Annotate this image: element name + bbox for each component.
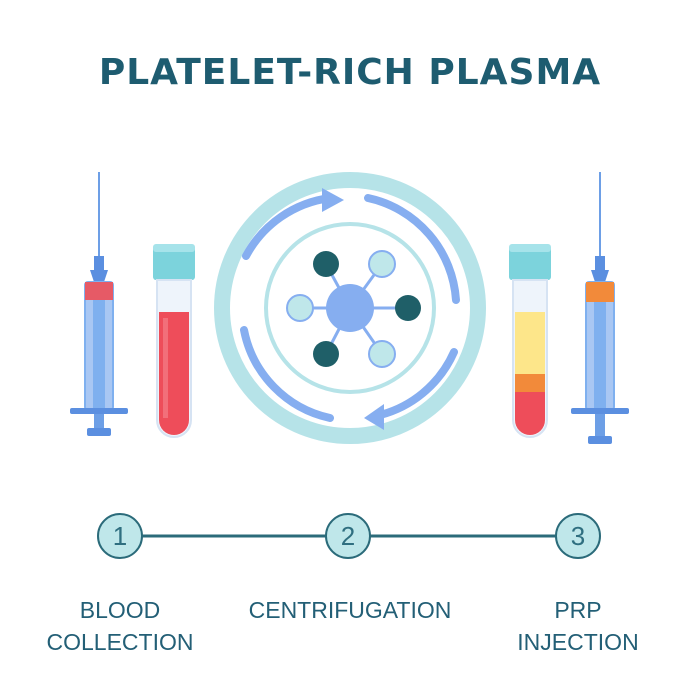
step-1-label: BLOOD COLLECTION xyxy=(20,594,220,658)
step-2-number: 2 xyxy=(341,521,355,551)
timeline: 1 2 3 xyxy=(97,513,601,559)
step-3-number: 3 xyxy=(571,521,585,551)
step-3-label: PRP INJECTION xyxy=(478,594,678,658)
step-2-label: CENTRIFUGATION xyxy=(230,594,470,626)
step-3-marker: 3 xyxy=(555,513,601,559)
step-3-label-line1: PRP xyxy=(554,597,602,623)
step-3-label-line2: INJECTION xyxy=(517,629,639,655)
step-1-label-line2: COLLECTION xyxy=(46,629,194,655)
step-2-label-line1: CENTRIFUGATION xyxy=(248,597,452,623)
step-1-marker: 1 xyxy=(97,513,143,559)
page-title: PLATELET-RICH PLASMA xyxy=(98,52,602,93)
step-1-label-line1: BLOOD xyxy=(79,597,161,623)
prp-tube-icon xyxy=(509,244,551,438)
syringe-blood-icon xyxy=(70,172,128,436)
step-1-number: 1 xyxy=(113,521,127,551)
syringe-prp-icon xyxy=(571,172,629,444)
centrifuge-icon xyxy=(214,172,486,444)
step-2-marker: 2 xyxy=(325,513,371,559)
blood-tube-icon xyxy=(153,244,195,438)
